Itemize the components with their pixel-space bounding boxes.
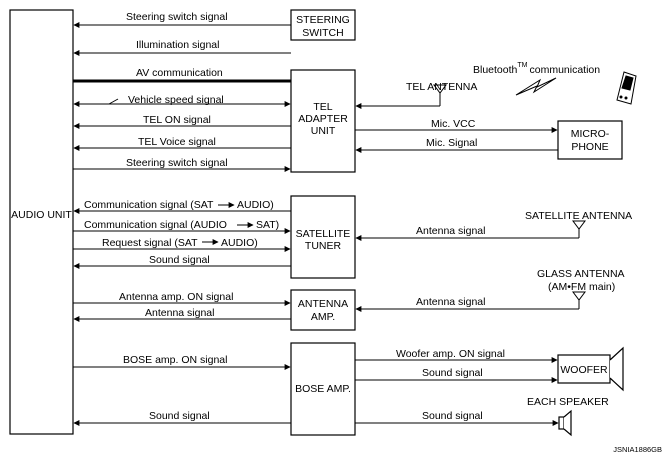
antenna-signal-glass-label: Antenna signal [416, 296, 485, 308]
vehicle-speed-signal-label: Vehicle speed signal [128, 94, 224, 106]
steering-switch-label-1: STEERING [296, 14, 350, 26]
comm-audio-sat-end-label: SAT) [256, 219, 279, 231]
glass-antenna-icon [572, 291, 586, 301]
steering-switch-box: STEERING SWITCH [290, 9, 356, 41]
antenna-amp-on-label: Antenna amp. ON signal [119, 291, 233, 303]
steering-switch-signal-label: Steering switch signal [126, 11, 228, 23]
woofer-speaker-icon [609, 346, 624, 392]
request-signal-end-label: AUDIO) [221, 237, 258, 249]
figure-code: JSNIA1886GB [613, 445, 662, 454]
mic-signal-label: Mic. Signal [426, 137, 477, 149]
tel-on-signal-label: TEL ON signal [143, 114, 211, 126]
vehicle-speed-leader [108, 98, 119, 105]
comm-audio-sat-label: Communication signal (AUDIO [84, 219, 227, 231]
comm-sat-audio-label: Communication signal (SAT [84, 199, 214, 211]
satellite-tuner-box: SATELLITE TUNER [290, 195, 356, 279]
comm-sat-audio-end-label: AUDIO) [237, 199, 274, 211]
sound-speaker-label: Sound signal [422, 410, 483, 422]
satellite-antenna-label: SATELLITE ANTENNA [525, 210, 632, 222]
tel-antenna-label: TEL ANTENNA [406, 81, 477, 93]
audio-side-signals [73, 22, 291, 426]
bose-amp-on-label: BOSE amp. ON signal [123, 354, 227, 366]
microphone-label-1: MICRO- [571, 128, 610, 140]
satellite-tuner-label-1: SATELLITE [296, 228, 351, 240]
bose-amp-label: BOSE AMP. [295, 383, 351, 395]
tel-adapter-label-2: ADAPTER [298, 113, 348, 125]
each-speaker-label: EACH SPEAKER [527, 396, 609, 408]
tel-voice-signal-label: TEL Voice signal [138, 136, 216, 148]
antenna-amp-box: ANTENNA AMP. [290, 289, 356, 331]
antenna-signal-amp-label: Antenna signal [145, 307, 214, 319]
bluetooth-signal-icon [515, 77, 557, 96]
request-signal-label: Request signal (SAT [102, 237, 198, 249]
woofer-label: WOOFER [560, 364, 608, 376]
antenna-amp-label-2: AMP. [311, 311, 335, 323]
inline-direction-arrows [202, 202, 254, 245]
sound-signal-bose-label: Sound signal [149, 410, 210, 422]
microphone-label-2: PHONE [571, 141, 608, 153]
glass-antenna-sub-label: (AM•FM main) [548, 281, 615, 293]
mobile-phone-icon [616, 71, 637, 105]
microphone-box: MICRO- PHONE [557, 120, 623, 160]
woofer-box: WOOFER [557, 354, 611, 384]
satellite-tuner-label-2: TUNER [305, 240, 342, 252]
tel-adapter-label-3: UNIT [311, 125, 336, 137]
mic-vcc-label: Mic. VCC [431, 118, 476, 130]
glass-antenna-label: GLASS ANTENNA [537, 268, 625, 280]
steering-switch-label-2: SWITCH [302, 27, 343, 39]
sound-woofer-label: Sound signal [422, 367, 483, 379]
audio-unit-label: AUDIO UNIT [11, 209, 72, 221]
antenna-signal-sat-label: Antenna signal [416, 225, 485, 237]
tel-adapter-label-1: TEL [313, 101, 332, 113]
steering-switch-tel-signal-label: Steering switch signal [126, 157, 228, 169]
speaker-icon [558, 409, 572, 437]
woofer-amp-on-label: Woofer amp. ON signal [396, 348, 505, 360]
tel-antenna-icon [433, 84, 447, 94]
antenna-amp-label-1: ANTENNA [298, 298, 348, 310]
tel-adapter-unit-box: TEL ADAPTER UNIT [290, 69, 356, 173]
bose-amp-box: BOSE AMP. [290, 342, 356, 436]
illumination-signal-label: Illumination signal [136, 39, 219, 51]
device-side-signals [355, 93, 580, 426]
sound-signal-sat-label: Sound signal [149, 254, 210, 266]
av-communication-label: AV communication [136, 67, 223, 79]
audio-unit: AUDIO UNIT [9, 9, 74, 435]
satellite-antenna-icon [572, 220, 586, 230]
